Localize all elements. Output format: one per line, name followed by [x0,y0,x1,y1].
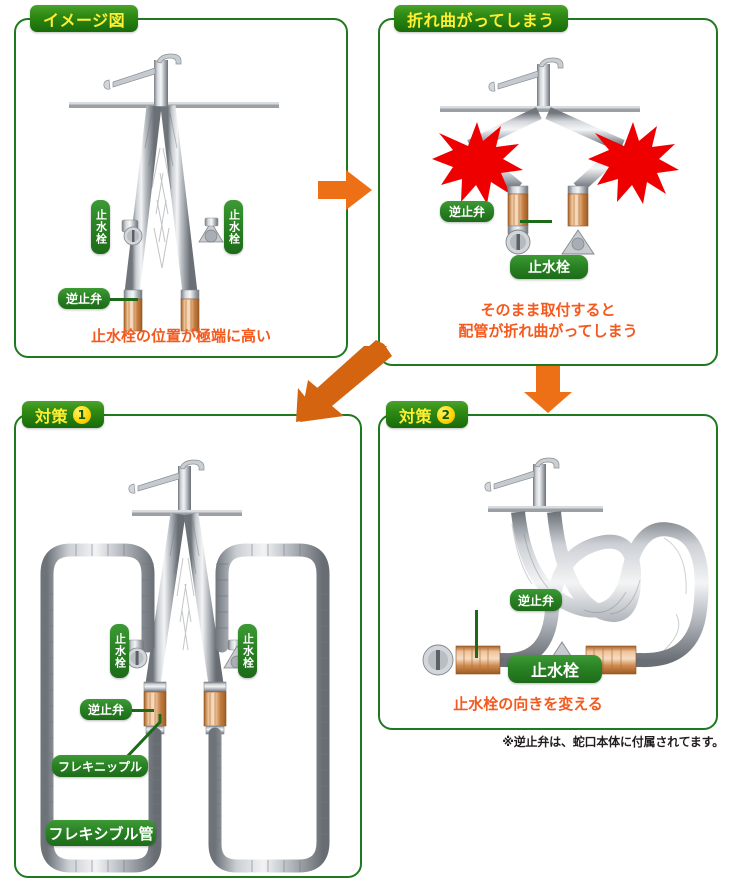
panel-3-label-stopcock-right: 止水栓 [238,624,257,678]
panel-3-badge-label: 対策 [35,406,69,426]
panel-1-label-check-valve: 逆止弁 [58,288,110,309]
panel-3-label-stopcock-left: 止水栓 [110,624,129,678]
panel-3-label-flexible-pipe: フレキシブル管 [46,820,156,846]
arrow-down-left [296,340,392,422]
panel-2-caption: そのまま取付すると 配管が折れ曲がってしまう [458,301,638,340]
panel-4-caption: 止水栓の向きを変える [453,695,603,713]
panel-3-badge: 対策 1 [22,401,105,428]
panel-1-label-stopcock-left: 止水栓 [91,200,110,254]
panel-2-label-check-valve: 逆止弁 [440,201,494,222]
panel-4-badge-label: 対策 [399,406,433,426]
panel-4-badge-number: 2 [437,405,456,424]
panel-3-badge-number: 1 [73,405,92,424]
footnote: ※逆止弁は、蛇口本体に付属されてます。 [502,735,724,749]
panel-3-leader-check-valve [128,709,154,712]
panel-2-illustration [432,57,679,255]
panel-2-leader-check-valve [520,220,552,223]
panel-3-label-check-valve: 逆止弁 [80,699,132,720]
panel-2-badge: 折れ曲がってしまう [394,5,568,32]
panel-1-badge: イメージ図 [30,5,139,32]
panel-3-illustration [40,459,330,873]
panel-1-illustration [69,53,279,332]
arrow-right [318,170,372,210]
panel-1-caption: 止水栓の位置が極端に高い [90,327,271,345]
panel-2-label-stopcock: 止水栓 [510,255,588,279]
panel-3-label-flexi-nipple: フレキニップル [52,755,148,777]
panel-4-badge: 対策 2 [386,401,469,428]
arrow-down [524,366,572,413]
panel-1-badge-label: イメージ図 [43,10,126,30]
panel-4-label-stopcock: 止水栓 [508,655,602,683]
panel-2-badge-label: 折れ曲がってしまう [407,10,555,30]
panel-1-leader-check-valve [106,298,138,301]
panel-1-label-stopcock-right: 止水栓 [224,200,243,254]
panel-4-label-check-valve: 逆止弁 [510,589,562,611]
